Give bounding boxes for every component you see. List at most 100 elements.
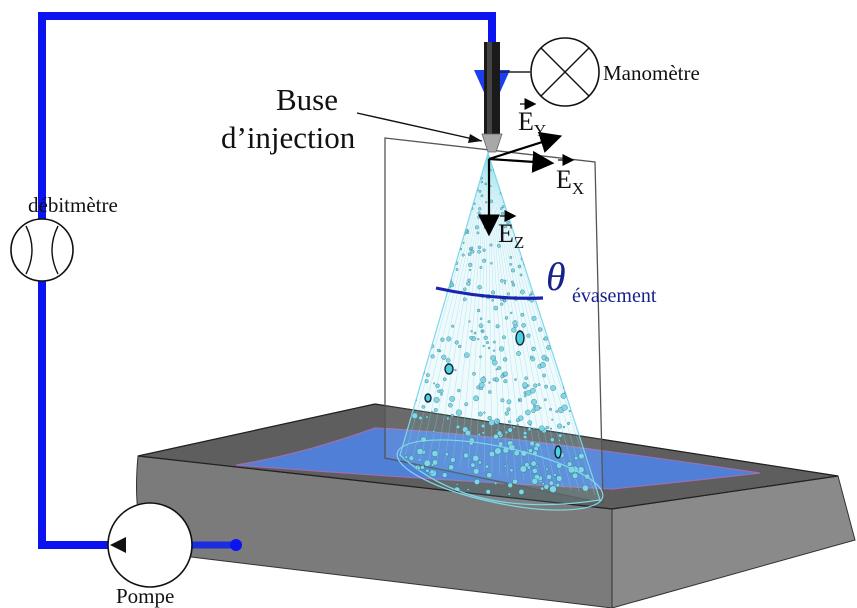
spray-droplet: [469, 268, 472, 271]
spray-droplet: [517, 264, 522, 269]
spray-droplet: [531, 408, 536, 413]
spray-droplet: [543, 336, 548, 341]
spray-droplet: [462, 297, 467, 302]
spray-droplet: [480, 376, 487, 383]
axis-z-sub: Z: [514, 233, 524, 252]
spray-droplet: [539, 407, 542, 409]
spray-droplet: [477, 285, 482, 290]
spray-droplet: [555, 483, 560, 488]
spray-droplet: [472, 372, 476, 376]
spray-droplet: [494, 447, 502, 455]
spray-droplet: [455, 409, 462, 416]
spray-streak: [428, 154, 489, 461]
pressure-gauge-label: Manomètre: [603, 61, 700, 85]
large-droplet: [554, 445, 562, 459]
spray-droplet: [516, 423, 519, 426]
nozzle-label-line2: d’injection: [221, 120, 356, 155]
spray-droplet: [516, 418, 520, 423]
spray-droplet: [457, 388, 461, 393]
spray-droplet: [417, 466, 421, 470]
spray-streak: [483, 154, 489, 472]
spray-droplet: [449, 396, 456, 402]
spray-droplet: [560, 393, 567, 399]
spray-droplet: [491, 299, 494, 302]
spray-droplet: [481, 431, 485, 435]
spray-streak: [487, 154, 532, 482]
spray-droplet: [433, 408, 438, 412]
spray-droplet: [504, 411, 509, 416]
spray-droplet: [477, 433, 481, 436]
spray-droplet: [503, 282, 506, 285]
spray-streak: [487, 154, 517, 479]
water-surface: [235, 427, 761, 490]
spray-droplet: [492, 377, 497, 382]
spray-droplet: [463, 287, 467, 292]
spray-droplet: [474, 479, 480, 485]
spray-droplet: [478, 382, 485, 389]
spray-droplet: [477, 215, 481, 219]
spray-droplet: [432, 430, 435, 433]
spray-droplet: [538, 327, 543, 332]
spray-droplet: [490, 262, 493, 265]
spray-droplet: [477, 338, 480, 341]
spray-droplet: [563, 444, 566, 448]
spray-droplet: [525, 390, 532, 396]
spray-droplet: [551, 418, 554, 421]
spray-droplet: [491, 290, 496, 295]
spray-droplet: [539, 480, 543, 483]
spray-droplet: [496, 243, 501, 248]
spray-droplet: [484, 182, 488, 186]
spray-droplet: [489, 199, 494, 204]
spray-droplet: [500, 374, 505, 379]
spray-droplet: [507, 420, 511, 424]
spray-droplet: [448, 464, 454, 471]
spray-droplet: [445, 452, 449, 457]
large-droplet: [515, 330, 525, 346]
svg-text:EX: EX: [556, 165, 584, 198]
spray-droplet: [483, 226, 487, 229]
spray-droplet: [446, 336, 452, 342]
spray-droplet: [421, 405, 426, 409]
spray-droplet: [493, 305, 498, 311]
spray-droplet: [426, 373, 430, 377]
spray-droplet: [529, 293, 532, 297]
spray-droplet: [512, 425, 516, 429]
spray-droplet: [487, 415, 492, 421]
spray-droplet: [490, 355, 496, 361]
spray-droplet: [578, 453, 585, 460]
spread-angle-subscript: évasement: [572, 285, 657, 307]
spray-droplet: [476, 231, 480, 235]
spray-droplet: [473, 202, 476, 205]
spray-droplet: [418, 458, 422, 462]
nozzle-label-line1: Buse: [276, 82, 338, 117]
spray-droplet: [553, 473, 557, 477]
spray-droplet: [525, 409, 531, 416]
spray-droplet: [454, 369, 457, 372]
spray-droplet: [550, 437, 555, 442]
spray-droplet: [479, 266, 483, 269]
spray-droplet: [482, 258, 487, 263]
spray-droplet: [502, 335, 506, 340]
spray-droplet: [486, 472, 493, 479]
pump-label: Pompe: [116, 584, 174, 608]
angle-symbol: θ: [546, 254, 566, 299]
spray-droplet: [504, 316, 509, 320]
spray-cone-outline: [399, 150, 601, 506]
spray-droplet: [493, 340, 496, 344]
spray-droplet: [503, 379, 508, 384]
spray-droplet: [511, 283, 516, 287]
spray-droplet: [530, 460, 537, 467]
spray-droplet: [483, 411, 486, 414]
spray-droplet: [408, 455, 414, 461]
pump-icon: [107, 502, 193, 588]
spray-droplet: [466, 488, 470, 491]
gauge-cross-icon: [530, 37, 600, 107]
spray-droplet: [470, 462, 476, 468]
spray-droplet: [567, 421, 571, 425]
spray-droplet: [511, 268, 515, 273]
spray-droplet: [509, 256, 513, 259]
spray-droplet: [475, 225, 479, 230]
spray-droplet: [509, 468, 514, 473]
spray-droplet: [549, 485, 557, 493]
spray-droplet: [473, 468, 480, 475]
